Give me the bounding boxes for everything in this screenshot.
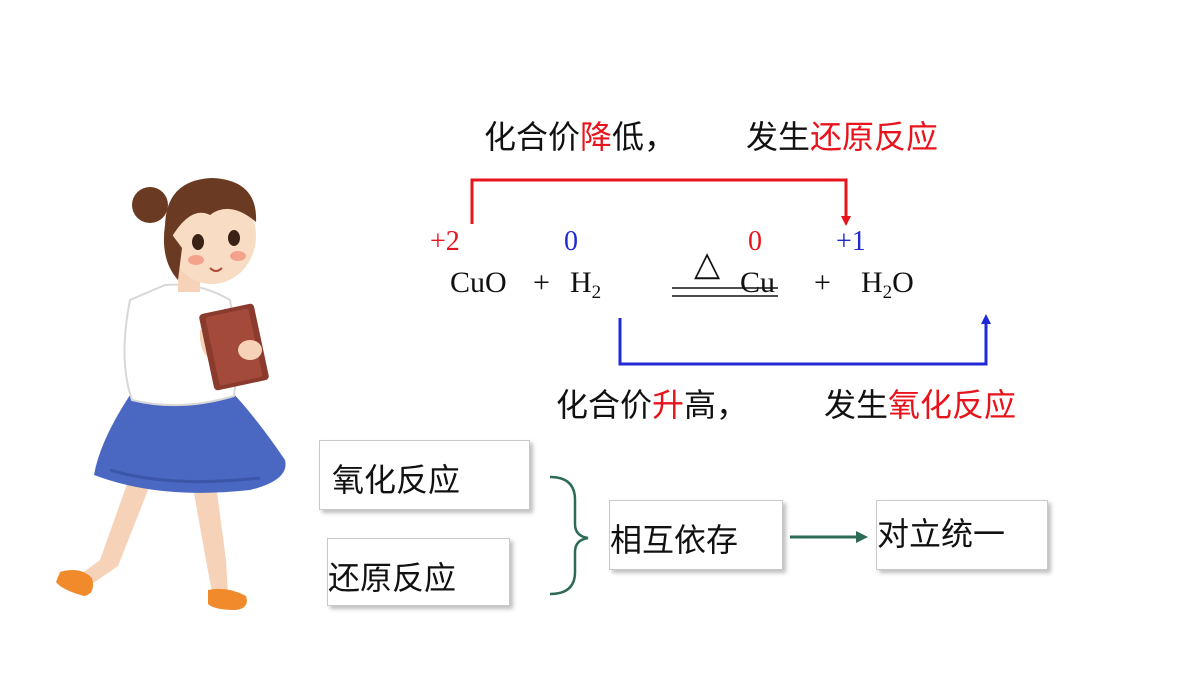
caption-highlight: 升 bbox=[652, 386, 685, 424]
oxidation-result: 发生氧化反应 bbox=[824, 380, 1016, 426]
formula-cu: Cu bbox=[740, 266, 776, 299]
box-reduction: 还原反应 bbox=[327, 538, 510, 606]
plus-sign: + bbox=[814, 266, 831, 299]
formula-h2: H2 bbox=[570, 266, 602, 303]
reduction-caption: 化合价降低， bbox=[484, 112, 676, 158]
plus-sign: + bbox=[533, 266, 550, 299]
box-oxidation: 氧化反应 bbox=[319, 440, 530, 510]
caption-text: 低， bbox=[612, 118, 677, 156]
heat-symbol: △ bbox=[694, 246, 721, 283]
formula-h2o: H2O bbox=[861, 266, 914, 303]
formula-cuo: CuO bbox=[450, 266, 507, 299]
reduction-result: 发生还原反应 bbox=[746, 112, 938, 158]
caption-highlight: 氧化反应 bbox=[888, 386, 1017, 424]
caption-text: 发生 bbox=[824, 386, 889, 424]
valence-cu-reactant: +2 bbox=[430, 226, 460, 257]
caption-text: 化合价 bbox=[484, 118, 581, 156]
valence-h-reactant: 0 bbox=[564, 226, 578, 257]
valence-h-product: +1 bbox=[836, 226, 866, 257]
valence-cu-product: 0 bbox=[748, 226, 762, 257]
box-interdependent: 相互依存 bbox=[609, 500, 783, 570]
caption-highlight: 还原反应 bbox=[810, 118, 939, 156]
caption-highlight: 降 bbox=[580, 118, 613, 156]
oxidation-caption: 化合价升高， bbox=[556, 380, 748, 426]
caption-text: 发生 bbox=[746, 118, 811, 156]
box-unity: 对立统一 bbox=[876, 500, 1048, 570]
caption-text: 化合价 bbox=[556, 386, 653, 424]
caption-text: 高， bbox=[684, 386, 749, 424]
